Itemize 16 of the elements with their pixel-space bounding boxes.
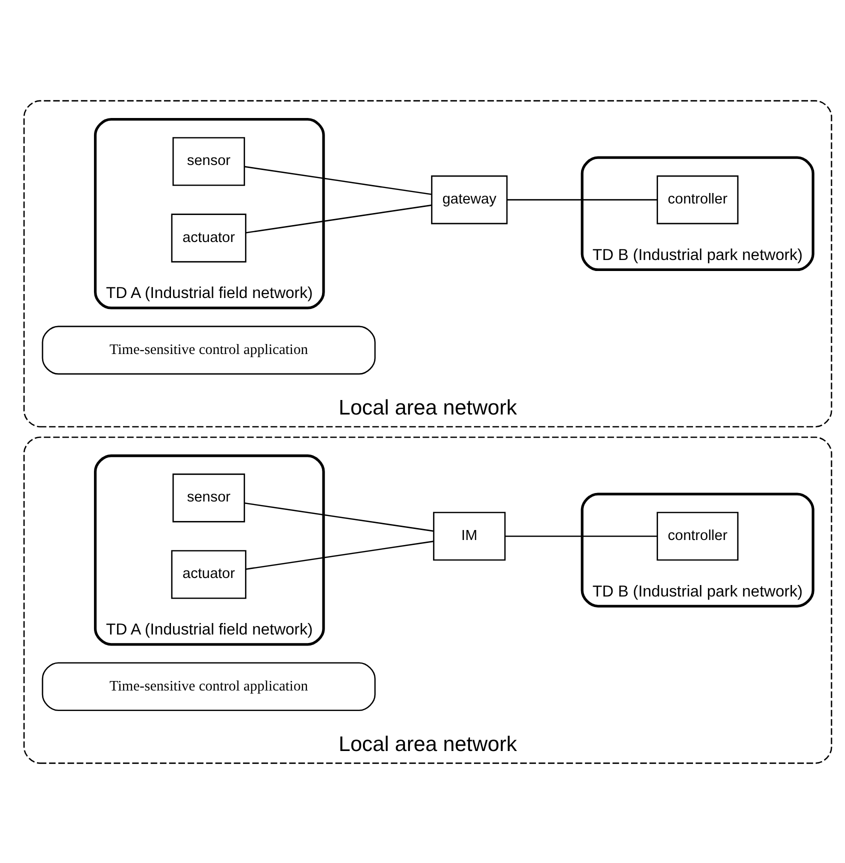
node-box: actuator [171, 550, 246, 598]
connector [244, 502, 434, 532]
node-box: controller [656, 174, 738, 224]
connector [505, 535, 658, 536]
connector [246, 540, 434, 570]
node-box: sensor [172, 473, 246, 522]
node-box: Time-sensitive control application [42, 662, 376, 711]
node-box: IM [433, 511, 506, 560]
node-box: sensor [172, 136, 246, 186]
node-box: Time-sensitive control application [42, 325, 376, 374]
connector [246, 204, 432, 233]
node-box: gateway [431, 174, 508, 224]
connector [244, 166, 432, 195]
node-box: controller [656, 511, 738, 560]
connector [507, 198, 658, 200]
node-box: actuator [171, 213, 246, 262]
